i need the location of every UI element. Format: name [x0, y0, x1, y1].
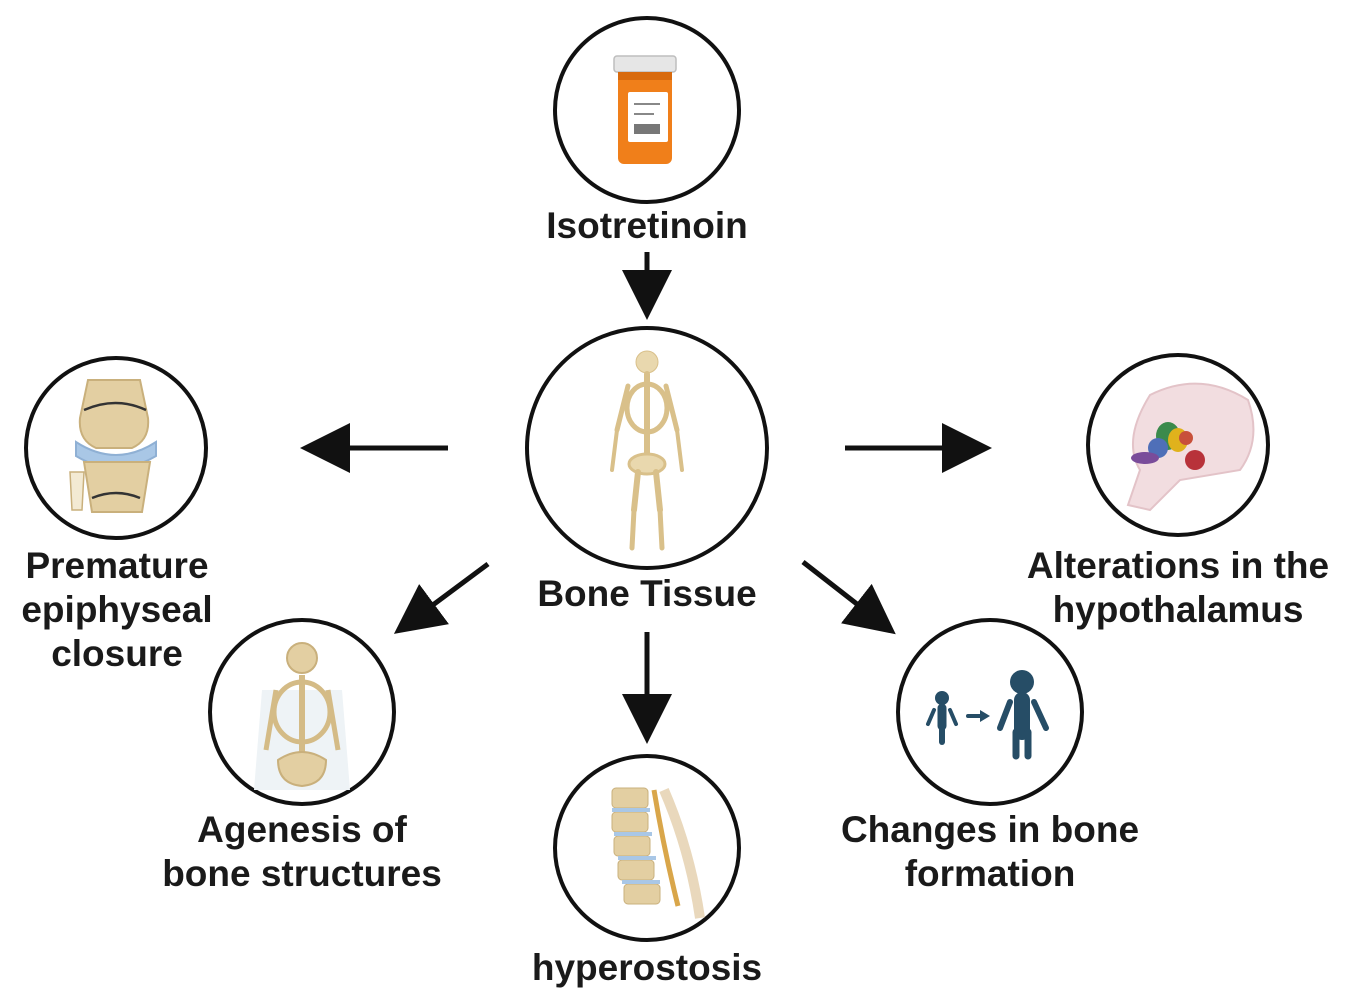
pill-bottle-icon [613, 55, 677, 164]
arrow-to-agenesis [393, 561, 490, 634]
hypothalamus-label: Alterations in the hypothalamus [1026, 545, 1330, 630]
node-bone-tissue [525, 326, 769, 570]
bone-formation-label: Changes in bone formation [840, 809, 1140, 894]
node-premature [24, 356, 208, 540]
arrows [300, 252, 992, 744]
knee-joint-icon [69, 379, 157, 513]
spine-icon [611, 787, 705, 919]
torso-skeleton-icon [254, 642, 350, 790]
skeleton-icon [610, 350, 684, 551]
child-to-adult-icon [926, 670, 1049, 760]
node-hypothalamus [1086, 353, 1270, 537]
premature-label: Premature epiphyseal closure [21, 545, 213, 674]
node-hyperostosis [553, 754, 741, 942]
node-agenesis [208, 618, 396, 806]
bone-tissue-label: Bone Tissue [537, 573, 757, 614]
arrow-to-bone-formation [801, 560, 896, 635]
hyperostosis-label: hyperostosis [531, 947, 763, 988]
brain-icon [1126, 382, 1255, 512]
isotretinoin-label: Isotretinoin [546, 205, 748, 246]
agenesis-label: Agenesis of bone structures [162, 809, 442, 894]
node-isotretinoin [553, 16, 741, 204]
node-bone-formation [896, 618, 1084, 806]
